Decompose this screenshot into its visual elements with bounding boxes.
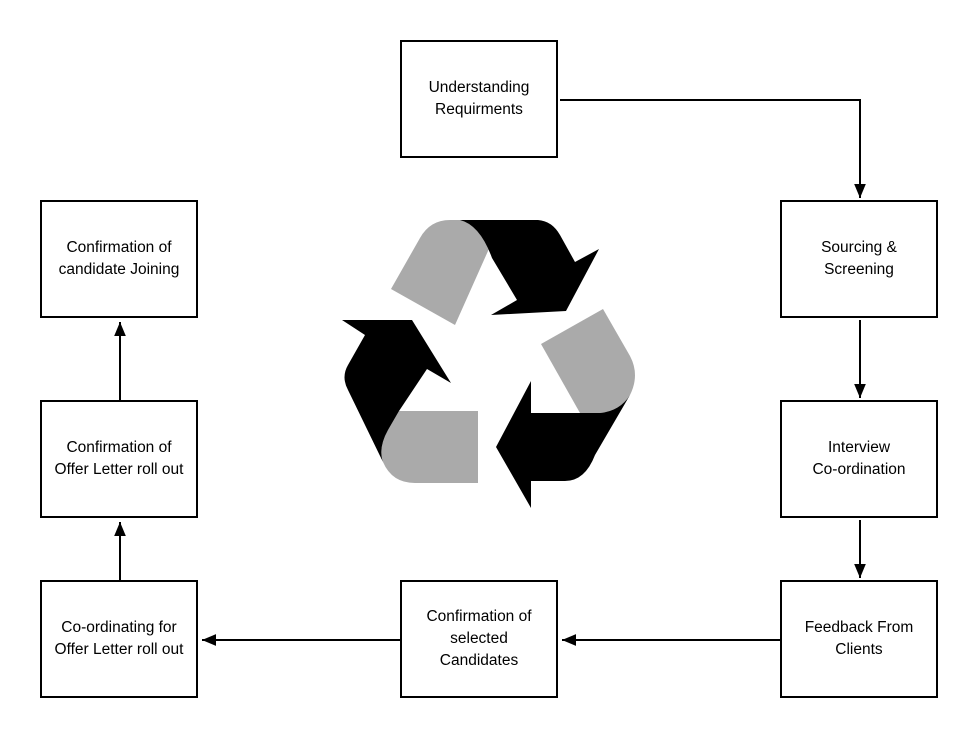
step-coordinating-offer-letter: Co-ordinating for Offer Letter roll out — [40, 580, 198, 698]
step-label: Sourcing & Screening — [821, 239, 897, 278]
step-interview-coordination: Interview Co-ordination — [780, 400, 938, 518]
step-confirmation-candidate-joining: Confirmation of candidate Joining — [40, 200, 198, 318]
recycle-arrow-right-dark — [496, 381, 630, 508]
recycle-segment-right-light — [541, 309, 635, 413]
step-label: Confirmation of candidate Joining — [58, 239, 180, 278]
step-label: Confirmation of Offer Letter roll out — [54, 439, 184, 478]
recycle-segment-left-light — [381, 411, 478, 483]
step-feedback-from-clients: Feedback From Clients — [780, 580, 938, 698]
recycle-arrow-left-dark — [342, 320, 451, 462]
step-confirmation-offer-letter: Confirmation of Offer Letter roll out — [40, 400, 198, 518]
step-understanding-requirements: Understanding Requirments — [400, 40, 558, 158]
step-label: Confirmation of selected Candidates — [426, 608, 532, 669]
step-label: Understanding Requirments — [428, 79, 530, 118]
step-confirmation-selected-candidates: Confirmation of selected Candidates — [400, 580, 558, 698]
step-label: Feedback From Clients — [804, 619, 914, 658]
step-sourcing-screening: Sourcing & Screening — [780, 200, 938, 318]
recycle-arrow-top-dark — [460, 220, 599, 315]
step-label: Co-ordinating for Offer Letter roll out — [54, 619, 184, 658]
recycle-segment-top-light — [391, 220, 492, 325]
step-label: Interview Co-ordination — [812, 439, 906, 478]
connector-understanding-to-sourcing — [560, 99, 866, 198]
recycle-icon — [342, 220, 635, 508]
